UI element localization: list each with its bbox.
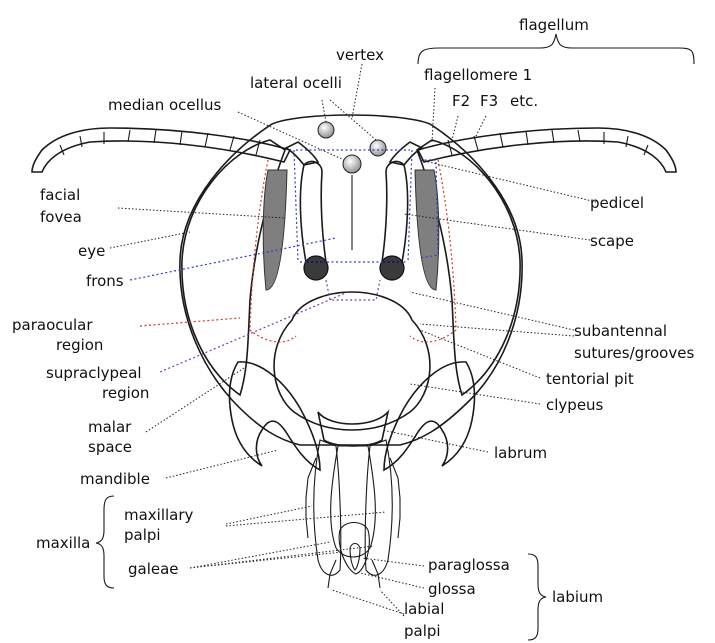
left-scape-shape [299,160,327,263]
mouthparts [305,439,401,589]
left-flagellum-shape [31,127,292,173]
left-mandible-shape [228,361,321,472]
label-mandible: mandible [80,470,150,488]
label-space: space [88,438,132,456]
region-outlines [249,149,457,343]
label-region-1: region [56,336,103,354]
median-ocellus-shape [342,154,362,174]
label-galeae: galeae [128,560,179,578]
left-antennal-socket [303,255,329,281]
label-facial: facial [40,186,80,204]
label-labrum: labrum [494,444,547,462]
label-glossa: glossa [428,580,476,598]
right-facial-fovea-shape [414,169,440,291]
label-clypeus: clypeus [546,396,604,414]
label-flagellomere-1: flagellomere 1 [424,66,532,84]
label-labial: labial [404,600,444,618]
label-vertex: vertex [336,46,384,64]
label-region-2: region [102,384,149,402]
label-sutures-grooves: sutures/grooves [574,344,694,362]
label-f2: F2 [452,92,470,110]
label-paraocular: paraocular [12,316,93,334]
clypeus-shape [273,291,431,431]
maxilla-bracket [95,495,115,589]
labrum-shape [317,409,390,447]
label-malar: malar [88,418,132,436]
label-labium: labium [552,588,603,606]
label-tentorial-pit: tentorial pit [546,370,634,388]
right-eye-shape [416,139,521,397]
leader-lines [109,63,597,617]
label-lateral-ocelli: lateral ocelli [250,74,342,92]
right-lateral-ocellus [369,139,387,157]
label-eye: eye [78,242,105,260]
label-maxillary: maxillary [124,506,194,524]
right-mandible-shape [383,361,476,472]
head-capsule [179,114,523,446]
label-flagellum: flagellum [519,16,589,34]
label-subantennal: subantennal [574,322,667,340]
label-median-ocellus: median ocellus [108,96,221,114]
left-pedicel-shape [284,141,320,166]
label-pedicel: pedicel [590,194,644,212]
flagellum-bracket [417,33,695,65]
right-scape-shape [381,160,409,263]
labium-bracket [527,553,547,641]
label-frons: frons [86,272,124,290]
left-facial-fovea-shape [262,169,288,291]
right-flagellum-shape [416,127,677,173]
label-maxilla: maxilla [36,534,90,552]
labels: flagellum vertex lateral ocelli flagello… [12,16,694,640]
label-paraglossa: paraglossa [428,556,510,574]
label-supraclypeal: supraclypeal [46,364,142,382]
label-palpi-2: palpi [404,622,441,640]
label-palpi-1: palpi [124,526,161,544]
right-antennal-socket [379,255,405,281]
right-pedicel-shape [388,141,424,166]
label-fovea: fovea [40,208,82,226]
label-etc: etc. [510,92,538,110]
label-f3: F3 [480,92,498,110]
label-scape: scape [590,232,634,250]
left-lateral-ocellus [317,121,335,139]
left-eye-shape [181,139,286,397]
